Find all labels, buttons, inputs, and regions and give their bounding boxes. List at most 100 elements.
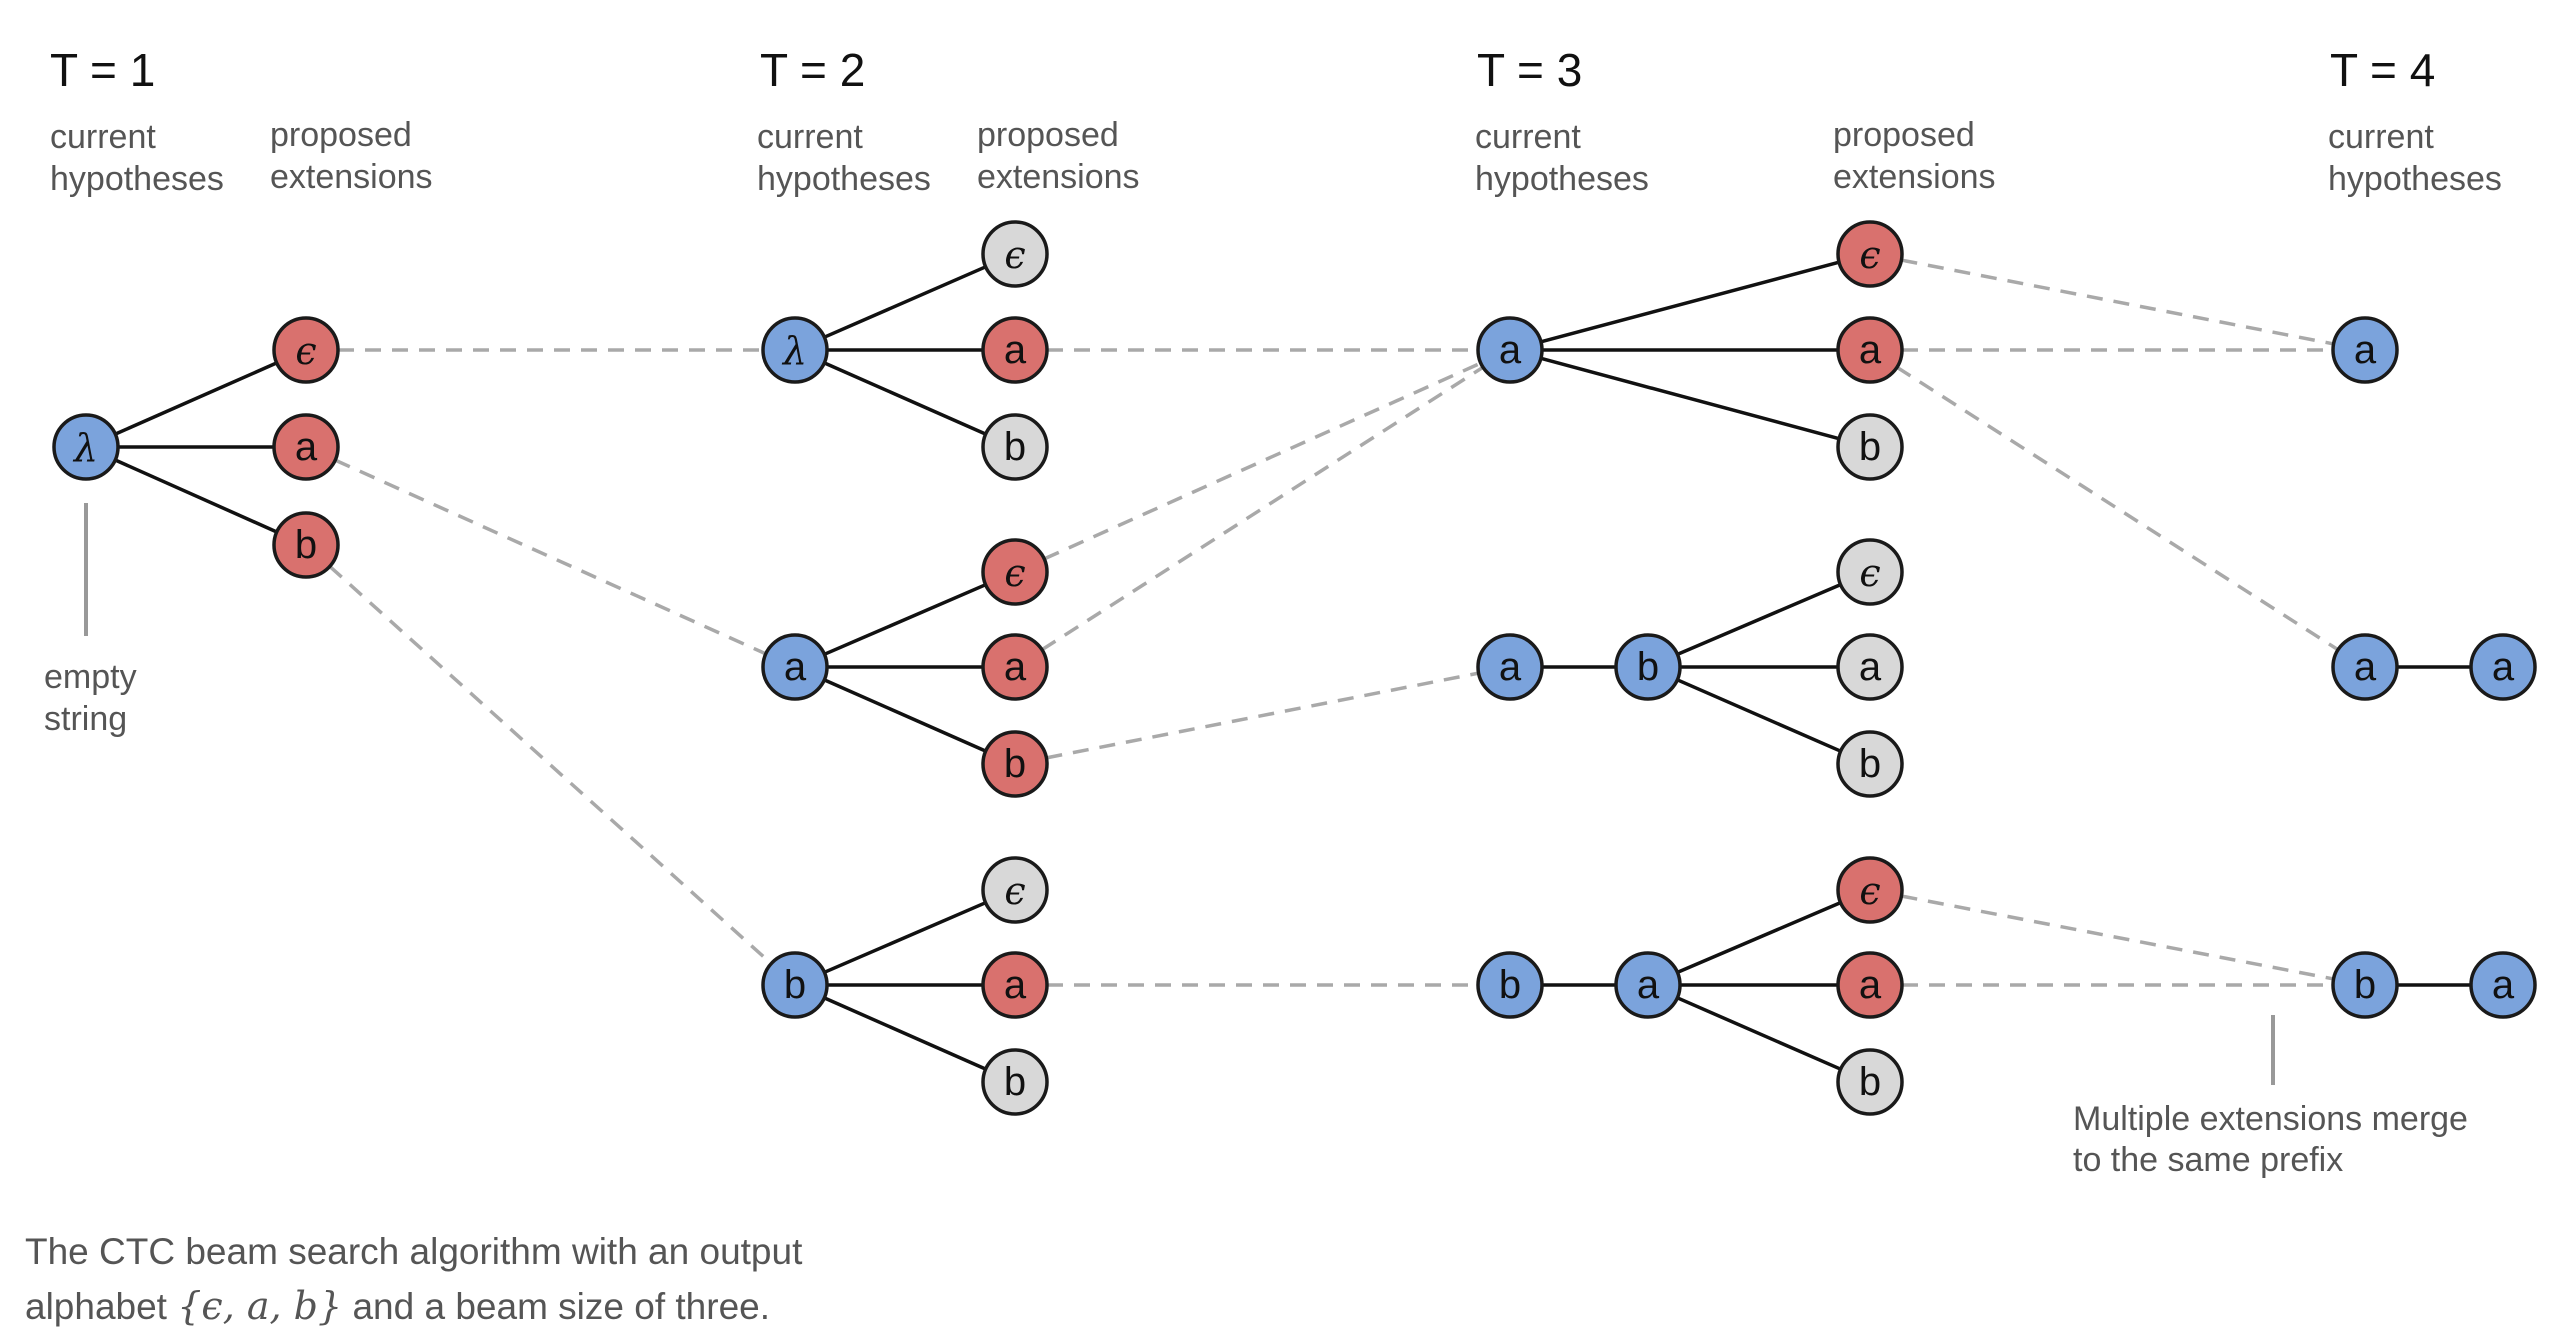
merge-dashed-line bbox=[1041, 365, 1484, 652]
node-symbol: a bbox=[1859, 645, 1882, 689]
caption-line-2-suffix: and a beam size of three. bbox=[342, 1286, 770, 1327]
pruned-extension-node: ϵ bbox=[1836, 538, 1904, 606]
extension-edge bbox=[1676, 678, 1842, 753]
extension-edge bbox=[1676, 582, 1842, 657]
node-symbol: b bbox=[1004, 425, 1026, 469]
figure-caption: The CTC beam search algorithm with an ou… bbox=[25, 1225, 802, 1334]
node-symbol: b bbox=[1004, 1060, 1026, 1104]
merge-dashed-line bbox=[1896, 365, 2339, 652]
node-symbol: a bbox=[1499, 328, 1522, 372]
extension-edge bbox=[823, 901, 987, 974]
pruned-extension-node: ϵ bbox=[981, 220, 1049, 288]
pruned-extension-node: ϵ bbox=[981, 856, 1049, 924]
node-circle bbox=[981, 1048, 1049, 1116]
timestep-title: T = 2 bbox=[760, 44, 865, 96]
extension-edge bbox=[823, 265, 987, 339]
hypothesis-node: a bbox=[761, 633, 829, 701]
extension-edge bbox=[1676, 900, 1842, 975]
node-symbol: a bbox=[1859, 963, 1882, 1007]
node-symbol: a bbox=[1004, 963, 1027, 1007]
merge-dashed-line bbox=[1043, 361, 1482, 561]
hypothesis-node: b bbox=[2331, 951, 2399, 1019]
proposed-extension-node: a bbox=[1836, 316, 1904, 384]
hypothesis-node: a bbox=[2331, 316, 2399, 384]
proposed-extension-node: ϵ bbox=[272, 316, 340, 384]
node-circle bbox=[1476, 633, 1544, 701]
node-symbol: b bbox=[1859, 742, 1881, 786]
node-circle bbox=[52, 413, 120, 481]
hypothesis-node: a bbox=[1476, 316, 1544, 384]
node-symbol: a bbox=[1499, 645, 1522, 689]
hypothesis-node: λ bbox=[761, 316, 829, 384]
node-symbol: a bbox=[1004, 328, 1027, 372]
hypothesis-node: a bbox=[2469, 633, 2537, 701]
node-symbol: b bbox=[2354, 963, 2376, 1007]
timestep-title: T = 1 bbox=[50, 44, 155, 96]
caption-line-2-prefix: alphabet bbox=[25, 1286, 178, 1327]
node-symbol: b bbox=[1499, 963, 1521, 1007]
node-circle bbox=[1614, 951, 1682, 1019]
node-symbol: λ bbox=[72, 426, 98, 470]
hypothesis-node: a bbox=[2469, 951, 2537, 1019]
extension-edge bbox=[823, 996, 987, 1071]
node-symbol: a bbox=[1637, 963, 1660, 1007]
proposed-extension-node: b bbox=[981, 730, 1049, 798]
merge-dashed-line bbox=[328, 565, 773, 965]
merge-dashed-line bbox=[1901, 258, 2334, 346]
pruned-extension-node: b bbox=[1836, 1048, 1904, 1116]
hypothesis-node: b bbox=[1476, 951, 1544, 1019]
node-circle bbox=[981, 951, 1049, 1019]
proposed-extension-node: a bbox=[981, 951, 1049, 1019]
caption-line-1: The CTC beam search algorithm with an ou… bbox=[25, 1231, 803, 1272]
node-circle bbox=[1476, 316, 1544, 384]
proposed-extension-node: a bbox=[981, 316, 1049, 384]
hypothesis-node: λ bbox=[52, 413, 120, 481]
node-circle bbox=[761, 633, 829, 701]
annotation-pointers bbox=[84, 503, 2275, 1085]
node-circle bbox=[272, 413, 340, 481]
timestep-title: T = 3 bbox=[1477, 44, 1582, 96]
node-symbol: ϵ bbox=[1004, 233, 1025, 277]
node-symbol: b bbox=[1859, 425, 1881, 469]
merge-connections bbox=[328, 258, 2339, 987]
node-circle bbox=[1836, 856, 1904, 924]
hypothesis-node: b bbox=[1614, 633, 1682, 701]
node-symbol: ϵ bbox=[1859, 869, 1880, 913]
node-circle bbox=[272, 511, 340, 579]
proposed-extension-node: ϵ bbox=[1836, 220, 1904, 288]
extension-edge bbox=[1540, 356, 1840, 441]
node-circle bbox=[1476, 951, 1544, 1019]
proposed-extension-node: ϵ bbox=[1836, 856, 1904, 924]
node-circle bbox=[761, 316, 829, 384]
node-symbol: a bbox=[295, 425, 318, 469]
hypothesis-node: a bbox=[1614, 951, 1682, 1019]
merge-dashed-line bbox=[334, 458, 767, 656]
node-circle bbox=[2469, 633, 2537, 701]
node-symbol: a bbox=[784, 645, 807, 689]
node-symbol: λ bbox=[781, 329, 807, 373]
node-circle bbox=[2331, 633, 2399, 701]
hypothesis-node: b bbox=[761, 951, 829, 1019]
node-circle bbox=[1836, 316, 1904, 384]
node-circle bbox=[1836, 538, 1904, 606]
node-circle bbox=[981, 316, 1049, 384]
extension-edge bbox=[1676, 996, 1842, 1071]
timestep-title: T = 4 bbox=[2330, 44, 2435, 96]
node-circle bbox=[272, 316, 340, 384]
node-circle bbox=[1836, 1048, 1904, 1116]
node-symbol: ϵ bbox=[1004, 551, 1025, 595]
node-circle bbox=[981, 856, 1049, 924]
extension-edge bbox=[823, 583, 987, 656]
extension-edge bbox=[114, 361, 278, 436]
node-symbol: b bbox=[295, 523, 317, 567]
node-symbol: a bbox=[2492, 963, 2515, 1007]
node-symbol: ϵ bbox=[295, 329, 316, 373]
